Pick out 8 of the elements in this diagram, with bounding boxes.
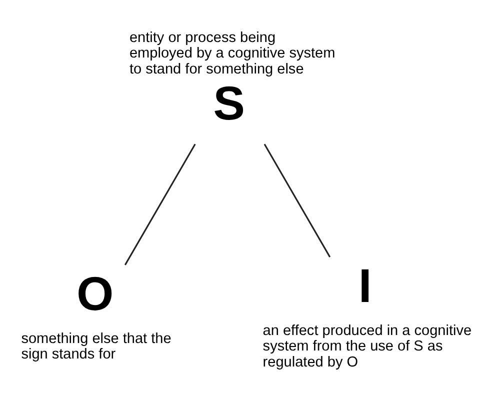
connector bbox=[124, 143, 196, 265]
node-text: S bbox=[213, 77, 246, 130]
connector bbox=[264, 143, 331, 257]
node-label: entity or process being employed by a cognitive system to stand for something else bbox=[129, 29, 336, 77]
node-label: an effect produced in a cognitive system from the use of S as regulated by O bbox=[262, 322, 472, 370]
node-label: something else that the sign stands for bbox=[21, 330, 172, 362]
node-text: O bbox=[76, 267, 114, 320]
node-text: I bbox=[358, 259, 372, 312]
